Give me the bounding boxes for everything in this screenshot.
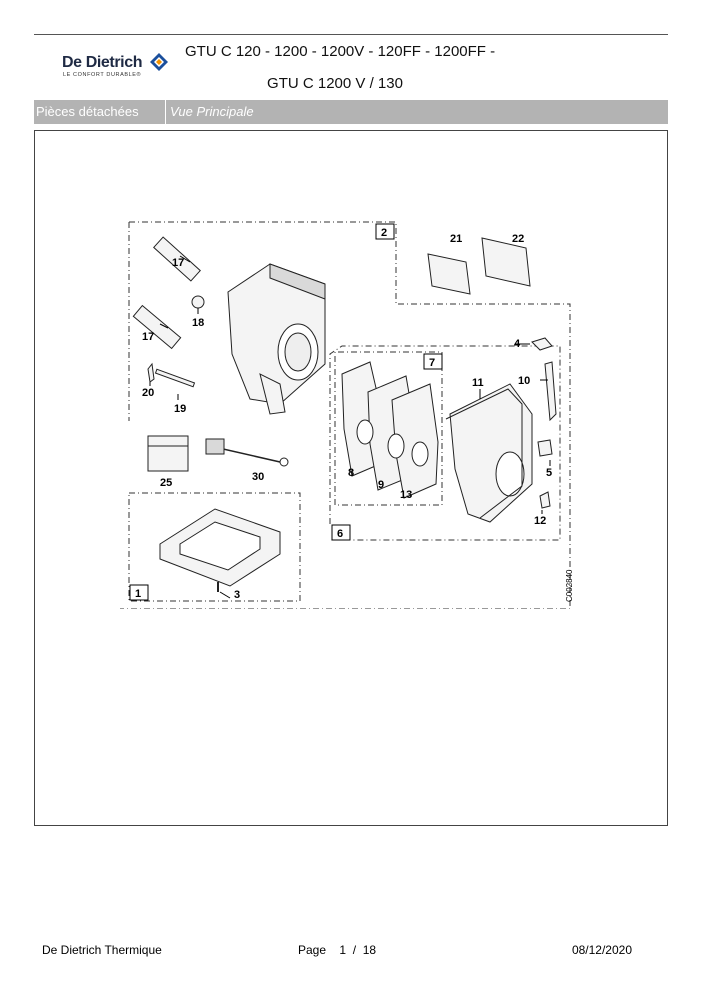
- callout-25: 25: [160, 477, 172, 489]
- pipe-part: [132, 236, 201, 350]
- burner-door-part: [445, 383, 533, 523]
- callout-11: 10: [518, 375, 530, 387]
- sensor-part: [531, 337, 553, 351]
- insulation-plates: [341, 361, 439, 499]
- group-label-6: 6: [337, 528, 343, 540]
- callout-19: 19: [174, 403, 186, 415]
- mounting-frame-part: [159, 508, 281, 592]
- page-separator: /: [352, 943, 357, 957]
- page-label: Page: [298, 943, 327, 957]
- callout-22: 22: [512, 233, 524, 245]
- brand-logo: De Dietrich LE CONFORT DURABLE®: [62, 52, 182, 82]
- group-1-outline: [128, 492, 301, 602]
- callout-17b: 17: [142, 331, 154, 343]
- callout-17a: 17: [172, 257, 184, 269]
- callout-30: 30: [252, 471, 264, 483]
- page-current: 1: [339, 943, 347, 957]
- callout-9: 9: [378, 479, 384, 491]
- brand-tagline: LE CONFORT DURABLE®: [63, 72, 142, 78]
- group-label-1: 1: [135, 588, 141, 600]
- brand-name: De Dietrich: [62, 54, 143, 71]
- rod-part: [154, 368, 196, 388]
- callout-21: 21: [450, 233, 462, 245]
- section-view: Vue Principale: [170, 104, 254, 119]
- section-bar: Pièces détachées Vue Principale: [34, 100, 668, 124]
- footer-pagination: Page 1 / 18: [298, 943, 376, 957]
- callout-13: 12: [534, 515, 546, 527]
- clip-part: [147, 362, 155, 383]
- document-title-line1: GTU C 120 - 1200 - 1200V - 120FF - 1200F…: [185, 43, 496, 60]
- exploded-parts-diagram: 2 1 6 7: [120, 221, 574, 609]
- diagram-frame: [34, 130, 668, 826]
- clip-part-13: [539, 491, 551, 509]
- grid-part-21: [427, 253, 471, 295]
- section-category: Pièces détachées: [34, 100, 166, 124]
- brush-head: [205, 438, 225, 455]
- callout-3: 3: [234, 589, 240, 601]
- diagram-reference-code: C002840: [565, 569, 574, 602]
- nut-part: [191, 295, 205, 309]
- callout-10: 13: [400, 489, 412, 501]
- document-title-line2: GTU C 1200 V / 130: [267, 75, 403, 92]
- group-label-2: 2: [381, 227, 387, 239]
- group-7-outline: [334, 351, 443, 506]
- brand-diamond-icon: [150, 53, 168, 71]
- spring-part: [544, 361, 557, 422]
- callout-20: 20: [142, 387, 154, 399]
- footer-date: 08/12/2020: [571, 943, 632, 957]
- parts-bag: [147, 435, 189, 472]
- bracket-part: [537, 439, 553, 457]
- callout-18: 18: [192, 317, 204, 329]
- footer-company: De Dietrich Thermique: [42, 943, 162, 957]
- page-total: 18: [362, 943, 377, 957]
- callout-5: 4: [514, 338, 521, 350]
- heat-exchanger-part: [227, 263, 326, 415]
- group-label-7: 7: [429, 357, 435, 369]
- callout-4: 5: [546, 467, 552, 479]
- callout-8: 8: [348, 467, 354, 479]
- callout-12: 11: [472, 377, 484, 389]
- group-2-outline: [120, 221, 571, 609]
- grid-part-22: [481, 237, 531, 287]
- header-rule: [34, 34, 668, 35]
